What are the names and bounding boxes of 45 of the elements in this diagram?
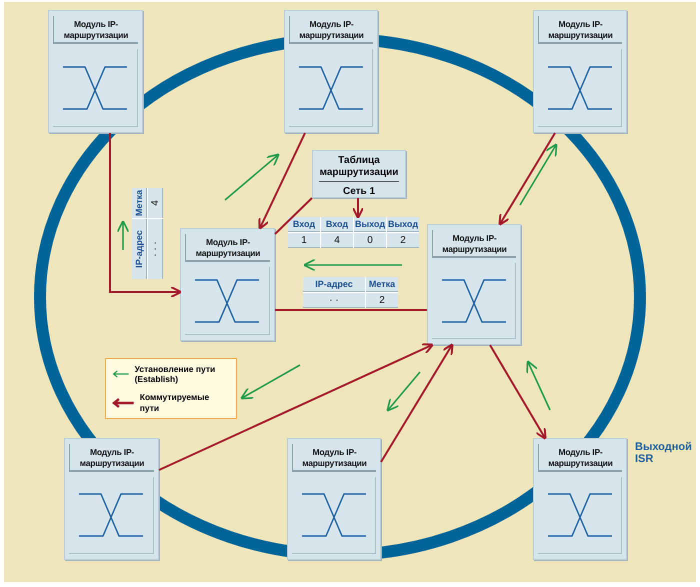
table-value: 1 xyxy=(288,233,320,248)
table-value: · · · xyxy=(148,219,163,279)
connector-arrow xyxy=(380,343,454,463)
column-header: Вход xyxy=(288,217,320,232)
module-title: Модуль IP-маршрутизации xyxy=(69,444,154,472)
legend-text: Установление пути (Establish) xyxy=(134,364,216,384)
module-title: Модуль IP-маршрутизации xyxy=(292,444,376,472)
router-module xyxy=(533,438,627,560)
router-module xyxy=(287,438,381,560)
table-title: Таблица маршрутизации xyxy=(319,155,399,182)
router-module xyxy=(284,10,378,133)
router-module xyxy=(64,438,159,560)
network-label: Сеть 1 xyxy=(342,185,376,197)
column-header: Метка xyxy=(366,277,398,292)
table-value: 2 xyxy=(387,233,419,248)
module-title: Модуль IP-маршрутизации xyxy=(538,16,622,44)
column-header: Вход xyxy=(321,217,353,232)
legend-text: Коммутируемые пути xyxy=(140,392,210,413)
router-module xyxy=(180,228,275,341)
table-value: 4 xyxy=(321,233,353,248)
node-caption: Выходной ISR xyxy=(635,441,693,466)
table-value: 2 xyxy=(366,293,398,308)
connector-arrow xyxy=(352,198,364,219)
module-title: Модуль IP-маршрутизации xyxy=(432,230,516,258)
module-title: Модуль IP-маршрутизации xyxy=(185,234,270,262)
column-header: Выход xyxy=(387,217,419,232)
module-title: Модуль IP-маршрутизации xyxy=(538,444,622,472)
router-module xyxy=(533,10,627,133)
routing-table-card xyxy=(312,150,406,198)
connector-arrow xyxy=(489,344,546,440)
column-header: Выход xyxy=(354,217,386,232)
column-header: Метка xyxy=(132,188,147,218)
module-title: Модуль IP-маршрутизации xyxy=(289,16,373,44)
router-module xyxy=(48,10,143,133)
table-value: 4 xyxy=(148,188,163,218)
table-value: · · xyxy=(303,293,365,308)
column-header: IP-адрес xyxy=(132,219,147,279)
table-value: 0 xyxy=(354,233,386,248)
connector-arrow xyxy=(258,132,306,230)
router-module xyxy=(427,224,521,345)
module-title: Модуль IP-маршрутизации xyxy=(53,16,138,44)
connector-arrow xyxy=(158,343,434,471)
connector-arrow xyxy=(109,133,182,298)
connector-arrow xyxy=(498,132,556,226)
column-header: IP-адрес xyxy=(303,277,365,292)
